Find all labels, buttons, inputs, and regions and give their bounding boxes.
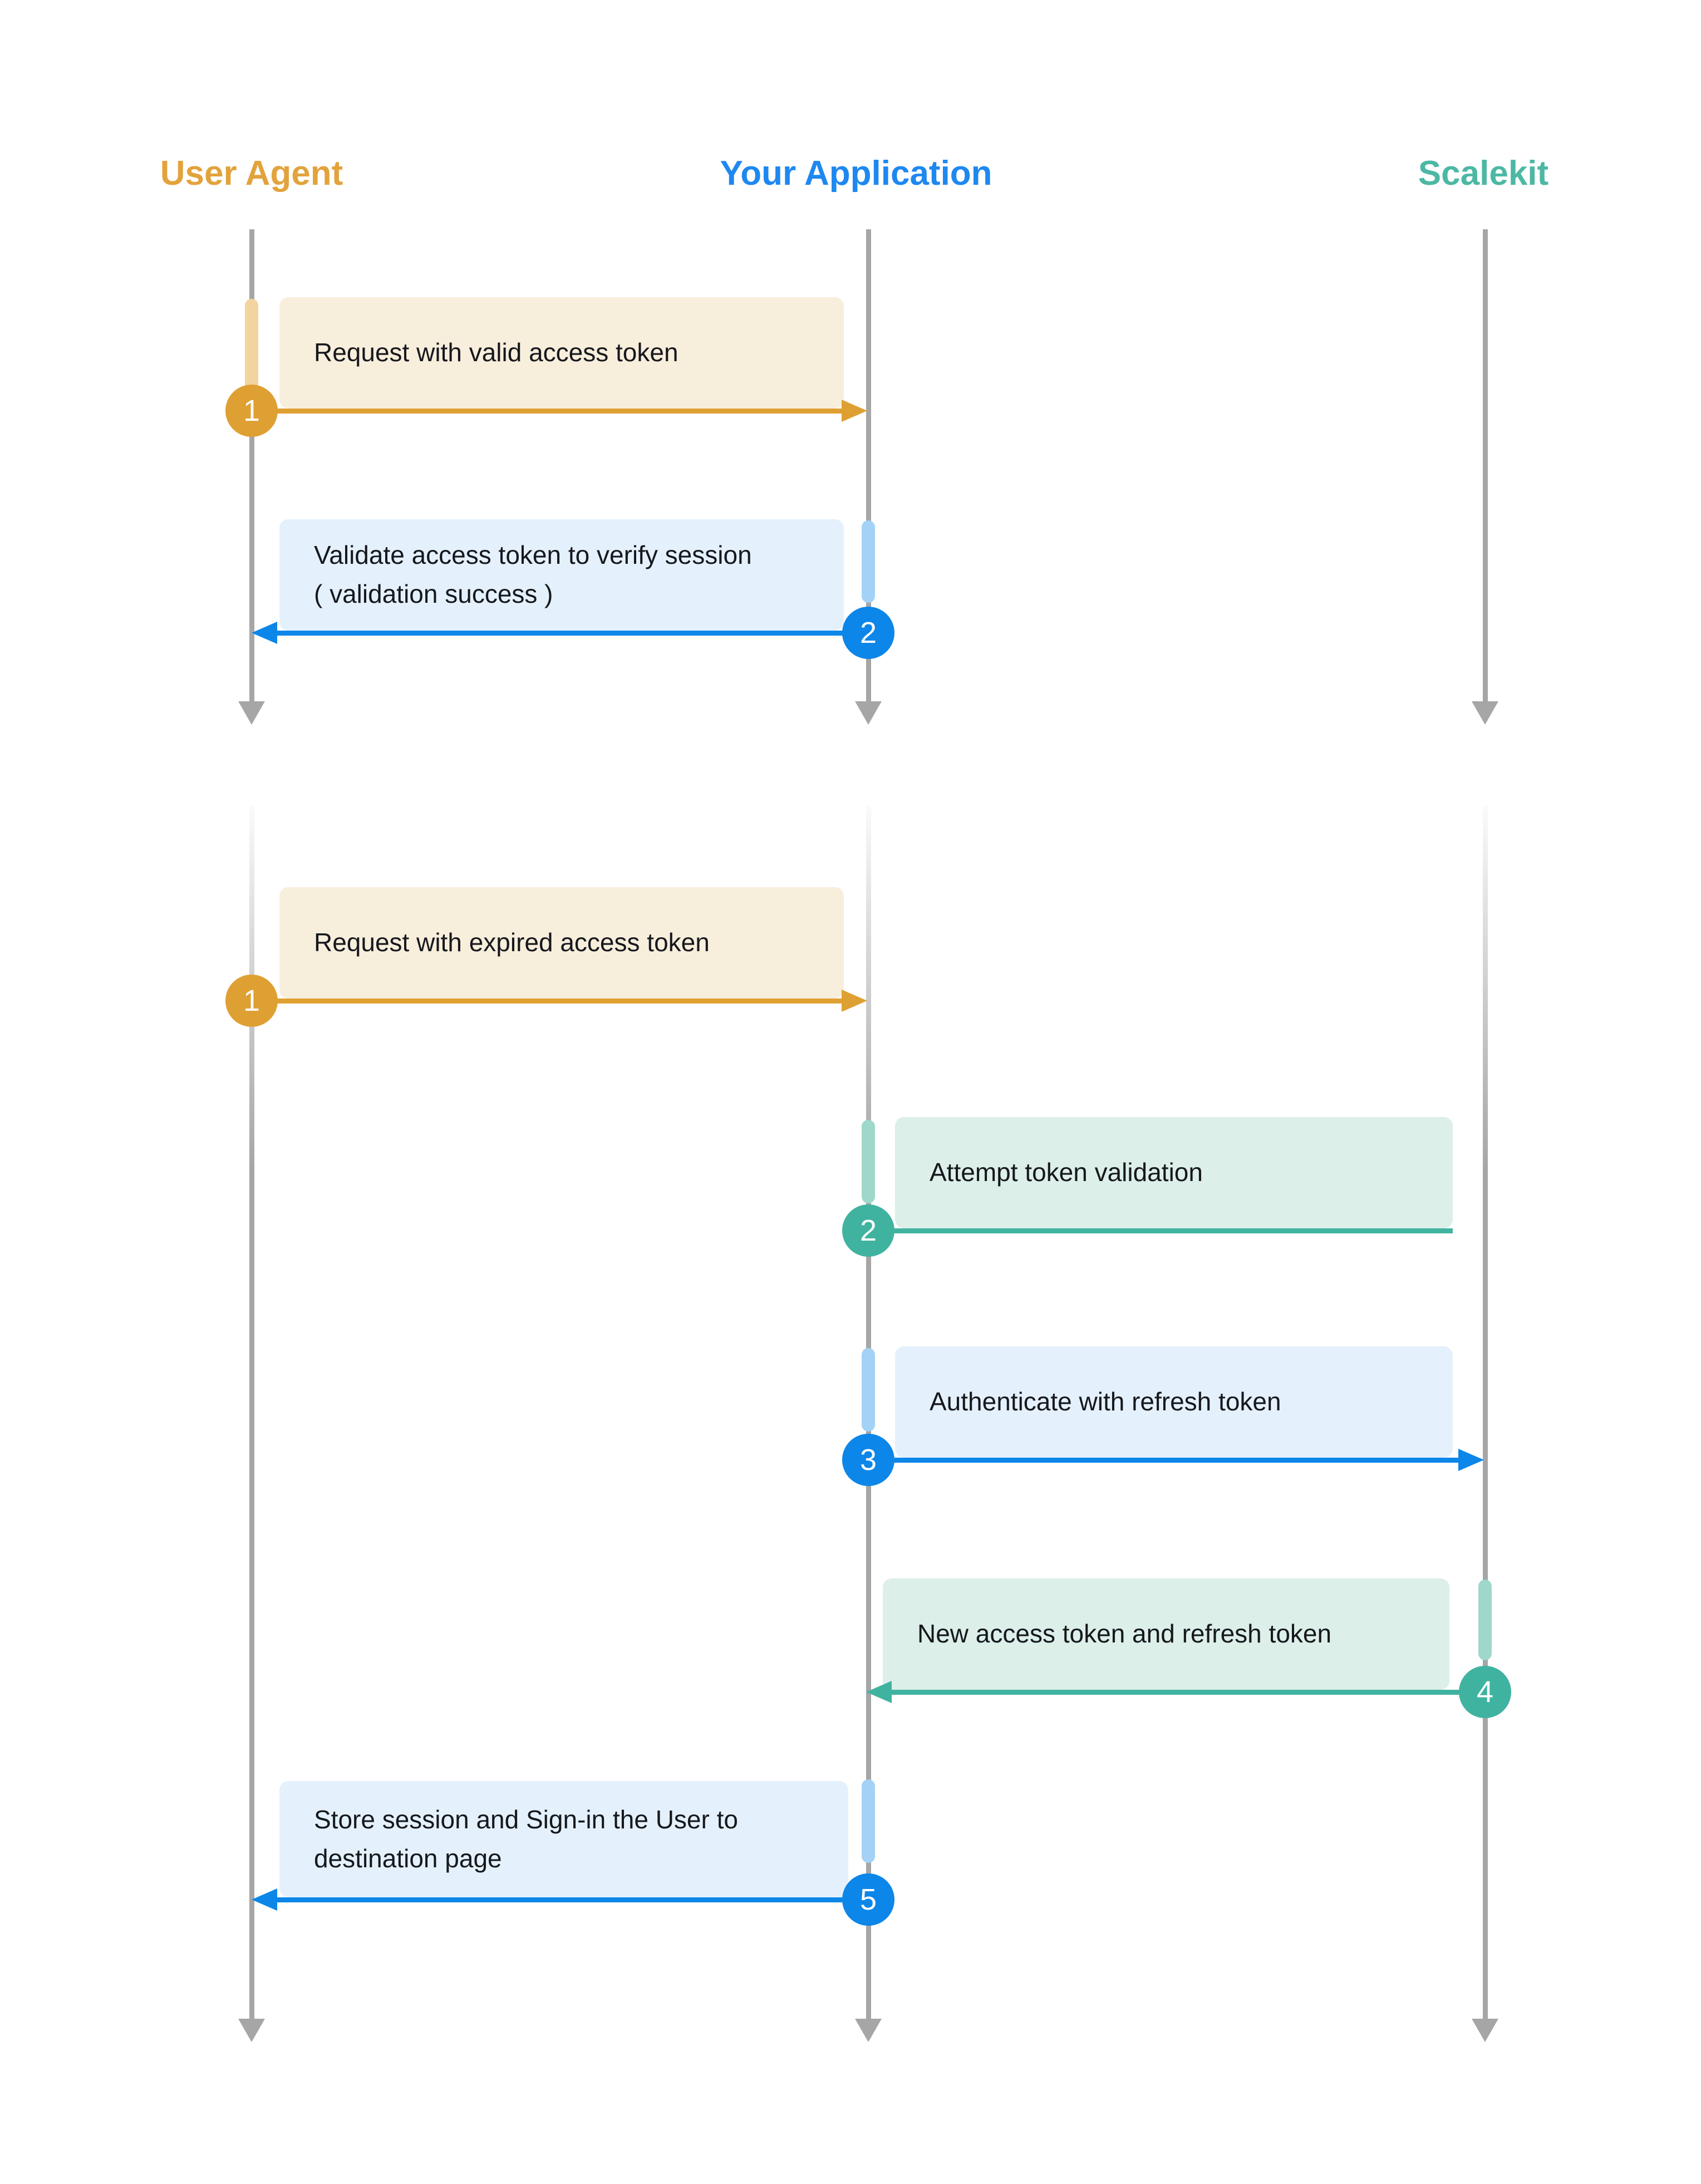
activation-bar <box>245 299 258 391</box>
arrowhead-right-icon <box>1458 1449 1484 1471</box>
message-text: Request with valid access token <box>314 338 679 367</box>
arrowhead-right-icon <box>842 990 867 1012</box>
message-box: New access token and refresh token <box>883 1578 1449 1690</box>
lifeline-arrowhead-icon <box>238 2019 265 2042</box>
message-arrow <box>277 409 842 414</box>
lifeline-arrowhead-icon <box>855 701 882 725</box>
lifeline-arrowhead-icon <box>1472 701 1498 725</box>
actor-label-your-application: Your Application <box>720 154 992 193</box>
message-text: ( validation success ) <box>314 579 553 608</box>
message-box: Store session and Sign-in the User to de… <box>279 1781 848 1897</box>
lifeline-your-application-s1 <box>866 229 871 701</box>
sequence-number-badge: 3 <box>842 1434 894 1486</box>
message-text: Request with expired access token <box>314 928 710 957</box>
message-text: destination page <box>314 1843 502 1873</box>
activation-bar <box>862 520 875 603</box>
activation-bar <box>862 1120 875 1203</box>
activation-bar <box>1478 1580 1492 1660</box>
sequence-number-badge: 5 <box>842 1873 894 1926</box>
message-text: Store session and Sign-in the User to <box>314 1804 738 1834</box>
sequence-number-badge: 1 <box>225 975 278 1027</box>
sequence-number-badge: 2 <box>842 1204 894 1257</box>
lifeline-scalekit-s2 <box>1483 806 1488 2019</box>
sequence-number-badge: 4 <box>1459 1666 1511 1718</box>
arrowhead-left-icon <box>252 1888 277 1911</box>
activation-bar <box>862 1348 875 1432</box>
message-underline <box>894 1228 1453 1233</box>
message-arrow <box>277 1897 843 1902</box>
message-box: Authenticate with refresh token <box>895 1346 1453 1458</box>
message-arrow <box>894 1458 1458 1463</box>
message-box: Attempt token validation <box>895 1117 1453 1228</box>
arrowhead-right-icon <box>842 400 867 422</box>
lifeline-arrowhead-icon <box>1472 2019 1498 2042</box>
message-arrow <box>892 1690 1459 1695</box>
message-arrow <box>277 631 843 636</box>
lifeline-arrowhead-icon <box>855 2019 882 2042</box>
arrowhead-left-icon <box>866 1681 892 1703</box>
arrowhead-left-icon <box>252 622 277 644</box>
lifeline-user-agent-s2 <box>249 806 254 2019</box>
message-text: Validate access token to verify session <box>314 540 752 570</box>
message-text: Attempt token validation <box>930 1158 1203 1187</box>
activation-bar <box>862 1779 875 1863</box>
lifeline-scalekit-s1 <box>1483 229 1488 701</box>
message-text: Authenticate with refresh token <box>930 1387 1281 1416</box>
message-box: Validate access token to verify session … <box>279 519 844 631</box>
actor-label-scalekit: Scalekit <box>1418 154 1549 193</box>
message-text: New access token and refresh token <box>917 1619 1332 1649</box>
message-box: Request with valid access token <box>279 297 844 409</box>
actor-label-user-agent: User Agent <box>160 154 343 193</box>
lifeline-arrowhead-icon <box>238 701 265 725</box>
message-box: Request with expired access token <box>279 887 844 998</box>
lifeline-user-agent-s1 <box>249 229 254 701</box>
sequence-number-badge: 2 <box>842 607 894 659</box>
sequence-number-badge: 1 <box>225 385 278 437</box>
message-arrow <box>277 998 842 1004</box>
